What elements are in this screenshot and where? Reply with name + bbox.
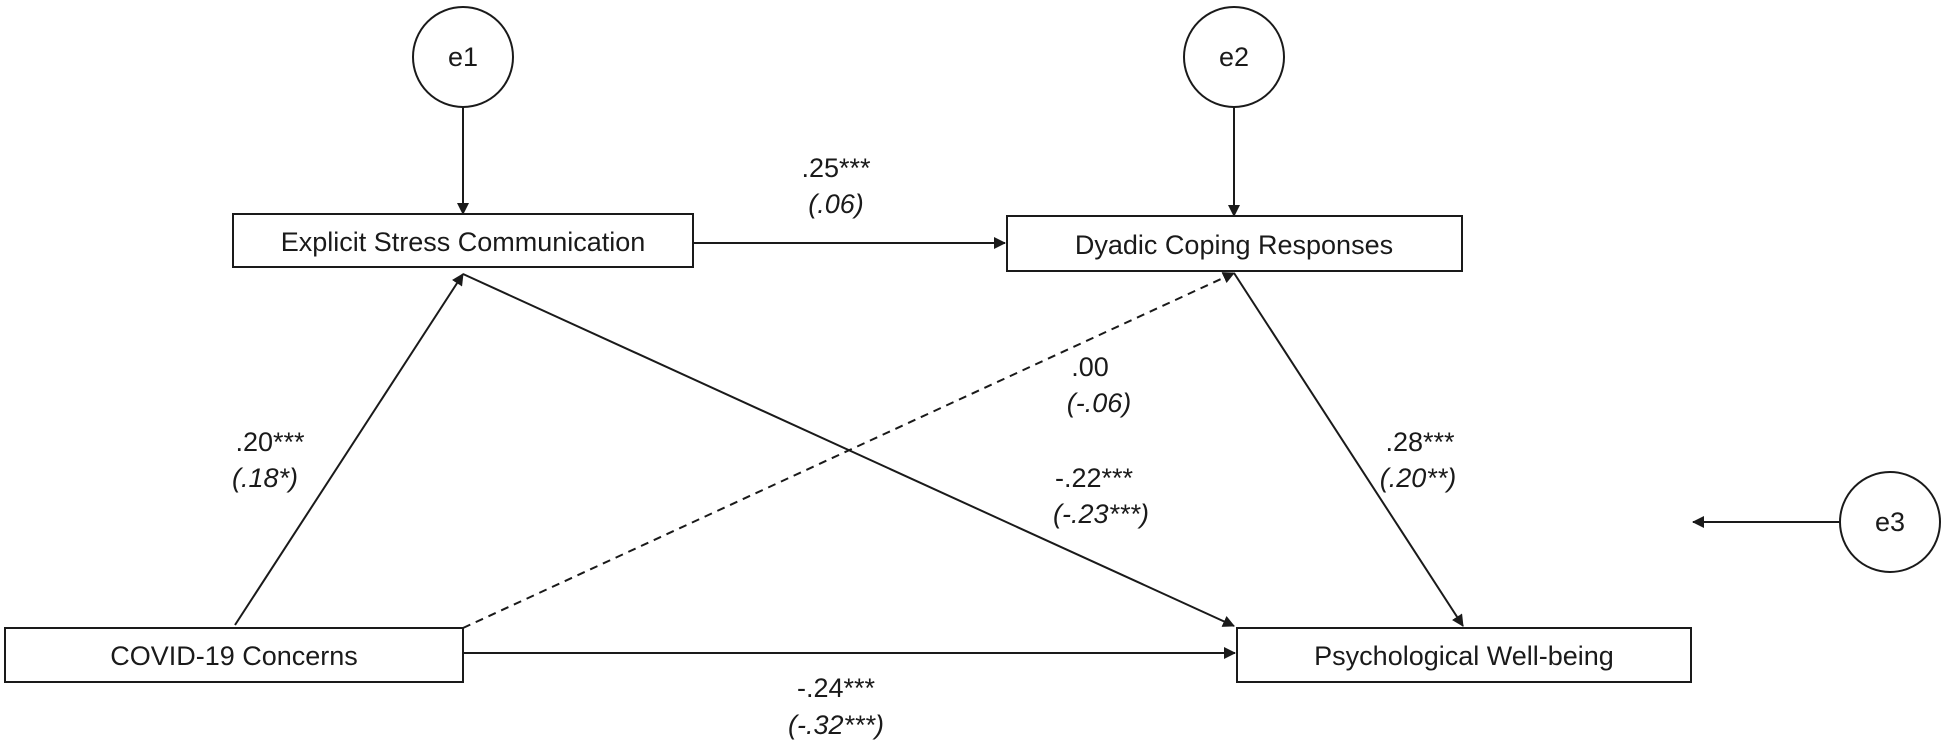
arrow-esc-to-pwb bbox=[462, 273, 1235, 627]
node-label-covid: COVID-19 Concerns bbox=[110, 641, 358, 671]
node-dyadic-coping-responses: Dyadic Coping Responses bbox=[1006, 215, 1463, 272]
arrow-dcr-to-pwb bbox=[1233, 272, 1464, 627]
coef-covid-to-dcr: .00 bbox=[1071, 352, 1109, 382]
se-covid-to-dcr: (-.06) bbox=[1067, 388, 1132, 418]
error-e2: e2 bbox=[1183, 6, 1285, 108]
error-e1: e1 bbox=[412, 6, 514, 108]
node-explicit-stress-communication: Explicit Stress Communication bbox=[232, 213, 694, 268]
se-esc-to-pwb: (-.23***) bbox=[1053, 499, 1149, 529]
error-e2-label: e2 bbox=[1219, 42, 1249, 72]
se-esc-to-dcr: (.06) bbox=[808, 189, 864, 219]
coef-covid-to-esc: .20*** bbox=[235, 427, 305, 457]
coef-esc-to-dcr: .25*** bbox=[801, 153, 871, 183]
se-covid-to-pwb: (-.32***) bbox=[788, 710, 884, 740]
coef-esc-to-pwb: -.22*** bbox=[1055, 463, 1134, 493]
coef-dcr-to-pwb: .28*** bbox=[1385, 427, 1455, 457]
se-dcr-to-pwb: (.20**) bbox=[1380, 463, 1457, 493]
node-label-esc: Explicit Stress Communication bbox=[281, 227, 646, 257]
coef-covid-to-pwb: -.24*** bbox=[797, 673, 876, 703]
node-psychological-well-being: Psychological Well-being bbox=[1236, 627, 1692, 683]
node-label-pwb: Psychological Well-being bbox=[1314, 641, 1614, 671]
se-covid-to-esc: (.18*) bbox=[232, 463, 298, 493]
error-e3: e3 bbox=[1839, 471, 1941, 573]
arrow-covid-to-esc bbox=[234, 273, 464, 626]
error-e3-label: e3 bbox=[1875, 507, 1905, 537]
node-label-dcr: Dyadic Coping Responses bbox=[1075, 230, 1393, 260]
error-e1-label: e1 bbox=[448, 42, 478, 72]
node-covid-19-concerns: COVID-19 Concerns bbox=[4, 627, 464, 683]
